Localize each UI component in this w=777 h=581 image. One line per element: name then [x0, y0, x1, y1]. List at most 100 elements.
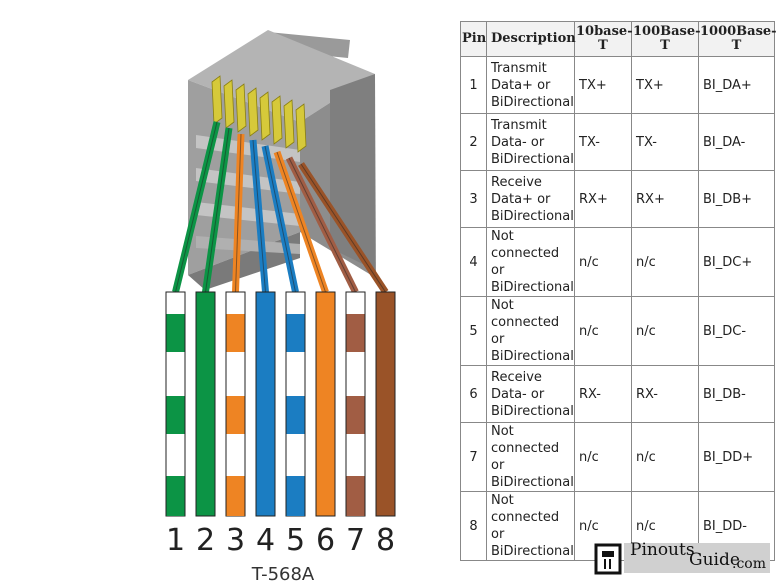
wire-lead-outline-3	[235, 133, 242, 293]
pin-number-label: 5	[286, 523, 305, 558]
wire-lead-outline-5	[264, 145, 296, 293]
wire-6	[315, 291, 336, 517]
1000base-t-cell: BI_DD+	[698, 422, 775, 492]
100base-t-cell: TX+	[631, 56, 699, 114]
pin-number-label: 4	[256, 523, 275, 558]
pin-number-cell: 2	[460, 113, 487, 171]
wire-5	[285, 291, 306, 517]
wire-lead-outline-1	[175, 121, 218, 293]
wire-bar-6	[315, 291, 336, 517]
100base-t-column-header: 100Base- T	[631, 21, 701, 57]
pin-number-label: 2	[196, 523, 215, 558]
10base-t-cell: TX-	[574, 113, 632, 171]
pin-number-cell: 5	[460, 296, 487, 366]
description-line: Data- or	[491, 134, 545, 150]
wire-4	[255, 291, 276, 517]
connector-logo-icon	[594, 543, 622, 575]
wire-3	[225, 291, 246, 517]
wire-lead-outline-6	[276, 151, 326, 293]
description-line: Data+ or	[491, 191, 551, 207]
10base-t-cell: RX+	[574, 170, 632, 228]
wire-stripe	[346, 476, 365, 516]
pin-number-label: 8	[376, 523, 395, 558]
pin-number-label: 7	[346, 523, 365, 558]
gold-contacts	[211, 75, 307, 153]
logo-background	[624, 543, 770, 573]
wire-stripe	[226, 476, 245, 516]
wire-stripe	[346, 396, 365, 434]
wire-stripe	[286, 314, 305, 352]
description-line: BiDirectional	[491, 151, 574, 167]
wire-8	[375, 291, 396, 517]
pin-column-header: Pin	[460, 21, 487, 57]
description-line: Receive	[491, 369, 542, 385]
pin-number-cell: 4	[460, 227, 487, 297]
wire-7	[345, 291, 366, 517]
logo-word-com: .com	[732, 556, 766, 572]
wire-stripe	[346, 314, 365, 352]
description-line: Not	[491, 229, 514, 244]
wire-stripe	[286, 396, 305, 434]
pin-number-label: 3	[226, 523, 245, 558]
standard-caption: T-568A	[251, 564, 315, 581]
logo-word-guide: Guide	[689, 550, 740, 570]
description-line: Not	[491, 298, 514, 313]
description-line: Transmit	[491, 60, 547, 76]
10base-t-cell: n/c	[574, 227, 632, 297]
description-line: Not	[491, 493, 514, 508]
100base-t-cell: n/c	[631, 422, 699, 492]
wire-bars	[165, 291, 396, 517]
1000base-t-cell: BI_DC-	[698, 296, 775, 366]
wire-stripe	[166, 396, 185, 434]
wire-lead-outline-4	[252, 139, 266, 293]
wire-stripe	[226, 396, 245, 434]
description-cell: Not connected or BiDirectional	[486, 296, 575, 366]
description-line: Data- or	[491, 386, 545, 402]
wire-2	[195, 291, 216, 517]
description-line: BiDirectional	[491, 403, 574, 419]
pinout-table: Pin Description 10base- T 100Base- T 100…	[460, 21, 777, 561]
1000base-t-cell: BI_DB-	[698, 365, 775, 423]
10base-t-column-header: 10base- T	[574, 21, 633, 57]
100base-t-cell: RX-	[631, 365, 699, 423]
description-line: Receive	[491, 174, 542, 190]
100base-t-cell: n/c	[631, 227, 699, 297]
description-line: BiDirectional	[491, 280, 574, 295]
wire-bar-8	[375, 291, 396, 517]
pin-number-cell: 3	[460, 170, 487, 228]
description-line: connected or	[491, 246, 560, 278]
description-line: connected or	[491, 441, 560, 473]
pin-number-label: 6	[316, 523, 335, 558]
wire-bar-4	[255, 291, 276, 517]
100base-t-cell: n/c	[631, 296, 699, 366]
pin-number-cell: 8	[460, 491, 487, 561]
description-line: BiDirectional	[491, 208, 574, 224]
description-line: BiDirectional	[491, 349, 574, 364]
100base-t-cell: RX+	[631, 170, 699, 228]
description-line: Transmit	[491, 117, 547, 133]
description-line: connected or	[491, 315, 560, 347]
wire-stripe	[166, 476, 185, 516]
1000base-t-cell: BI_DA-	[698, 113, 775, 171]
description-line: Not	[491, 424, 514, 439]
description-line: connected or	[491, 510, 560, 542]
10base-t-cell: TX+	[574, 56, 632, 114]
wire-lead-outline-7	[288, 157, 356, 293]
description-line: Data+ or	[491, 77, 551, 93]
wire-stripe	[226, 314, 245, 352]
100base-t-cell: TX-	[631, 113, 699, 171]
description-line: BiDirectional	[491, 94, 574, 110]
1000base-t-cell: BI_DA+	[698, 56, 775, 114]
description-column-header: Description	[486, 21, 576, 57]
